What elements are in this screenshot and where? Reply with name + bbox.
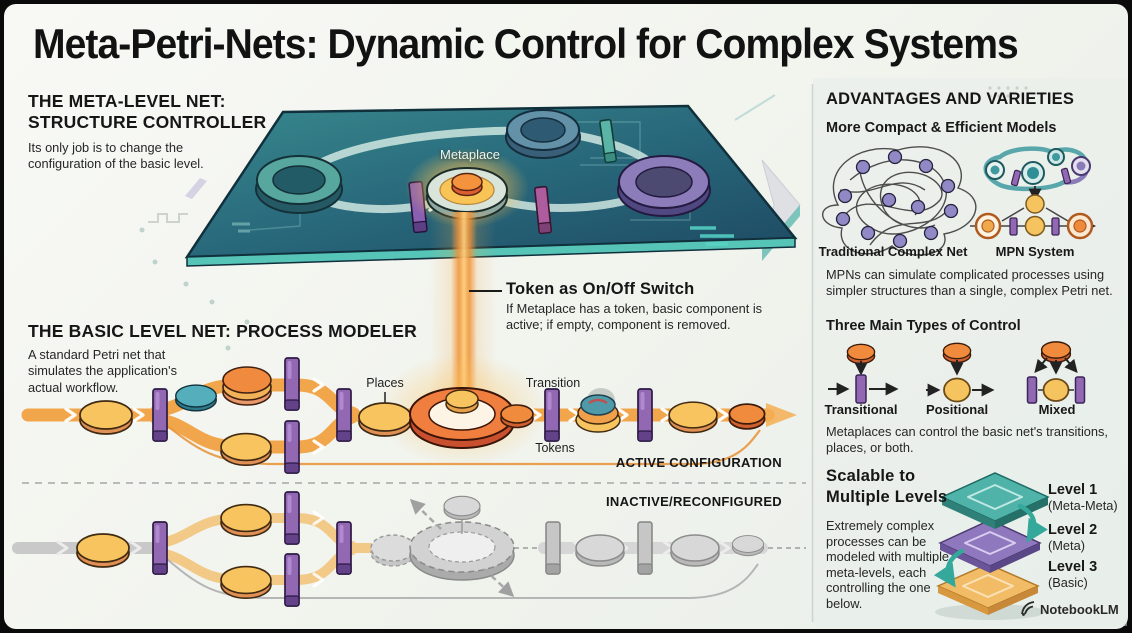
compact-models-description: MPNs can simulate complicated processes …	[826, 267, 1113, 299]
level-2-label: Level 2 (Meta)	[1048, 522, 1097, 554]
meta-level-heading-line1: THE META-LEVEL NET:	[28, 91, 226, 111]
scalable-heading: Scalable to Multiple Levels	[826, 466, 947, 507]
level-3-layer	[936, 563, 1040, 615]
level-1-label: Level 1 (Meta-Meta)	[1048, 482, 1118, 514]
level-1-qualifier: (Meta-Meta)	[1048, 498, 1118, 513]
meta-place-right-ring	[617, 155, 711, 217]
active-controlled-place-ring	[409, 387, 515, 449]
mixed-type-label: Mixed	[1038, 402, 1076, 417]
meta-level-heading-line2: STRUCTURE CONTROLLER	[28, 112, 267, 133]
mpn-system-label: MPN System	[995, 244, 1075, 259]
board-accent-dashes	[690, 226, 734, 246]
scalable-heading-line1: Scalable to	[826, 467, 916, 485]
transitional-type-label: Transitional	[824, 402, 898, 417]
inactive-ghost-place	[370, 534, 416, 567]
meta-place-top-ring	[505, 109, 581, 159]
mpn-system-illustration	[970, 146, 1096, 240]
metaplace-label: Metaplace	[440, 147, 500, 162]
meta-level-description: Its only job is to change the configurat…	[28, 140, 204, 172]
basic-level-description: A standard Petri net that simulates the …	[28, 347, 177, 395]
positional-type-label: Positional	[925, 402, 989, 417]
meta-place-left-ring	[255, 155, 343, 214]
notebooklm-watermark: NotebookLM	[1040, 602, 1119, 617]
traditional-net-label: Traditional Complex Net	[818, 244, 968, 259]
tokens-stack	[575, 388, 621, 433]
places-label: Places	[366, 376, 404, 390]
transition-bar	[544, 388, 560, 442]
token-switch-heading: Token as On/Off Switch	[506, 280, 695, 298]
inactive-controlled-place-ring	[409, 521, 515, 581]
metaplace	[405, 148, 529, 228]
inactive-configuration-label: INACTIVE/RECONFIGURED	[605, 494, 782, 509]
control-type-positional-icon	[926, 342, 995, 403]
level-2-name: Level 2	[1048, 522, 1098, 538]
control-types-description: Metaplaces can control the basic net's t…	[826, 424, 1108, 456]
active-transition	[152, 388, 168, 442]
basic-net-active	[21, 357, 797, 474]
level-2-layer	[938, 519, 1042, 573]
level-3-qualifier: (Basic)	[1048, 575, 1088, 590]
level-2-qualifier: (Meta)	[1048, 538, 1085, 553]
control-type-transitional-icon	[828, 343, 899, 404]
scalable-description: Extremely complex processes can be model…	[826, 518, 950, 612]
inactive-removed-token	[443, 495, 481, 521]
control-type-mixed-icon	[1026, 341, 1086, 404]
tokens-label: Tokens	[535, 441, 575, 455]
token-switch-description: If Metaplace has a token, basic componen…	[506, 301, 763, 333]
active-stacked-token	[222, 366, 272, 406]
level-3-name: Level 3	[1048, 559, 1098, 575]
control-types-heading: Three Main Types of Control	[826, 318, 1021, 334]
traditional-complex-net-illustration	[822, 146, 977, 256]
notebooklm-icon	[1021, 601, 1035, 616]
meta-transition-bar-top	[599, 118, 617, 164]
active-place-token	[79, 400, 133, 435]
levels-stack-illustration	[933, 472, 1050, 620]
transition-label: Transition	[525, 376, 581, 390]
meta-transition-bar-right	[534, 185, 552, 235]
advantages-heading: ADVANTAGES AND VARIETIES	[826, 90, 1075, 108]
basic-level-heading: THE BASIC LEVEL NET: PROCESS MODELER	[28, 321, 418, 341]
meta-level-board	[184, 104, 798, 267]
meta-level-heading: THE META-LEVEL NET: STRUCTURE CONTROLLER	[28, 91, 266, 134]
active-configuration-label: ACTIVE CONFIGURATION	[615, 455, 782, 470]
level-1-name: Level 1	[1048, 482, 1098, 498]
scalable-heading-line2: Multiple Levels	[826, 487, 948, 506]
basic-net-inactive	[12, 491, 806, 607]
page-title: Meta-Petri-Nets: Dynamic Control for Com…	[33, 20, 1019, 67]
level-3-label: Level 3 (Basic)	[1048, 559, 1097, 591]
compact-models-heading: More Compact & Efficient Models	[826, 120, 1057, 136]
places-disc	[358, 402, 412, 437]
